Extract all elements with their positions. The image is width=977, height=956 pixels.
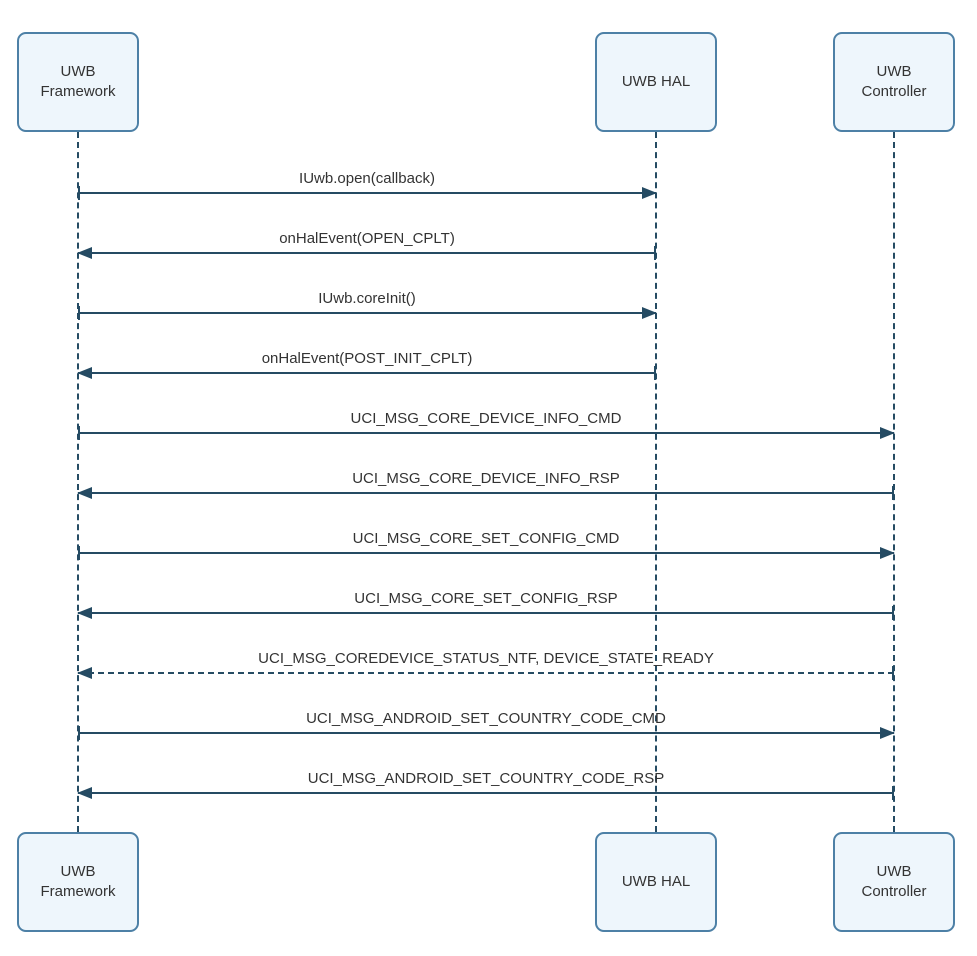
- message-label: UCI_MSG_ANDROID_SET_COUNTRY_CODE_RSP: [307, 770, 665, 787]
- message-uci-core-set-config-rsp: UCI_MSG_CORE_SET_CONFIG_RSP: [77, 584, 894, 620]
- arrowhead-left-icon: [77, 247, 92, 259]
- arrowhead-right-icon: [880, 727, 895, 739]
- message-uci-core-set-config-cmd: UCI_MSG_CORE_SET_CONFIG_CMD: [78, 524, 895, 560]
- lifeline-uwb-framework: [77, 132, 79, 832]
- participant-label: UWB HAL: [621, 72, 691, 90]
- message-uci-android-set-country-code-rsp: UCI_MSG_ANDROID_SET_COUNTRY_CODE_RSP: [77, 764, 894, 800]
- message-start-tick: [892, 606, 894, 620]
- participant-uwb-controller-top: UWB Controller: [833, 32, 955, 132]
- participant-uwb-controller-bottom: UWB Controller: [833, 832, 955, 932]
- message-start-tick: [892, 786, 894, 800]
- message-start-tick: [78, 546, 80, 560]
- arrowhead-left-icon: [77, 787, 92, 799]
- participant-uwb-hal-bottom: UWB HAL: [595, 832, 717, 932]
- message-label: UCI_MSG_COREDEVICE_STATUS_NTF, DEVICE_ST…: [258, 650, 714, 667]
- arrowhead-left-icon: [77, 607, 92, 619]
- message-start-tick: [78, 726, 80, 740]
- message-start-tick: [78, 186, 80, 200]
- message-label: onHalEvent(OPEN_CPLT): [279, 230, 455, 247]
- message-start-tick: [892, 486, 894, 500]
- message-iuwb-coreinit: IUwb.coreInit(): [78, 284, 657, 320]
- participant-label: UWB Framework: [40, 862, 116, 900]
- message-line: [78, 732, 894, 734]
- participant-uwb-framework-bottom: UWB Framework: [17, 832, 139, 932]
- message-start-tick: [654, 246, 656, 260]
- message-line: [78, 552, 894, 554]
- message-line: [78, 432, 894, 434]
- message-line: [78, 372, 656, 374]
- message-line: [78, 492, 894, 494]
- arrowhead-right-icon: [880, 427, 895, 439]
- message-onhalevent-post-init-cplt: onHalEvent(POST_INIT_CPLT): [77, 344, 656, 380]
- message-uci-coredevice-status-ntf: UCI_MSG_COREDEVICE_STATUS_NTF, DEVICE_ST…: [77, 644, 894, 680]
- message-uci-core-device-info-cmd: UCI_MSG_CORE_DEVICE_INFO_CMD: [78, 404, 895, 440]
- participant-label: UWB Framework: [40, 62, 116, 100]
- participant-label: UWB Controller: [861, 862, 927, 900]
- message-line: [78, 312, 656, 314]
- lifeline-uwb-controller: [893, 132, 895, 832]
- message-line: [78, 612, 894, 614]
- message-start-tick: [78, 426, 80, 440]
- message-label: UCI_MSG_CORE_DEVICE_INFO_CMD: [350, 410, 622, 427]
- lifeline-uwb-hal: [655, 132, 657, 832]
- message-label: onHalEvent(POST_INIT_CPLT): [261, 350, 473, 367]
- message-label: UCI_MSG_CORE_SET_CONFIG_CMD: [352, 530, 620, 547]
- message-uci-core-device-info-rsp: UCI_MSG_CORE_DEVICE_INFO_RSP: [77, 464, 894, 500]
- message-line: [78, 192, 656, 194]
- message-label: IUwb.coreInit(): [318, 290, 416, 307]
- arrowhead-left-icon: [77, 487, 92, 499]
- participant-label: UWB Controller: [861, 62, 927, 100]
- message-uci-android-set-country-code-cmd: UCI_MSG_ANDROID_SET_COUNTRY_CODE_CMD: [78, 704, 895, 740]
- message-label: UCI_MSG_ANDROID_SET_COUNTRY_CODE_CMD: [306, 710, 666, 727]
- arrowhead-right-icon: [642, 187, 657, 199]
- participant-uwb-hal-top: UWB HAL: [595, 32, 717, 132]
- message-label: IUwb.open(callback): [299, 170, 435, 187]
- message-label: UCI_MSG_CORE_SET_CONFIG_RSP: [354, 590, 618, 607]
- message-onhalevent-open-cplt: onHalEvent(OPEN_CPLT): [77, 224, 656, 260]
- arrowhead-left-icon: [77, 367, 92, 379]
- message-line: [78, 252, 656, 254]
- message-iuwb-open: IUwb.open(callback): [78, 164, 657, 200]
- message-line: [78, 792, 894, 794]
- participant-label: UWB HAL: [621, 872, 691, 890]
- message-start-tick: [654, 366, 656, 380]
- message-start-tick: [78, 306, 80, 320]
- message-start-tick: [892, 666, 894, 680]
- participant-uwb-framework-top: UWB Framework: [17, 32, 139, 132]
- arrowhead-right-icon: [642, 307, 657, 319]
- message-label: UCI_MSG_CORE_DEVICE_INFO_RSP: [352, 470, 620, 487]
- arrowhead-left-icon: [77, 667, 92, 679]
- message-line-dashed: [78, 672, 894, 674]
- arrowhead-right-icon: [880, 547, 895, 559]
